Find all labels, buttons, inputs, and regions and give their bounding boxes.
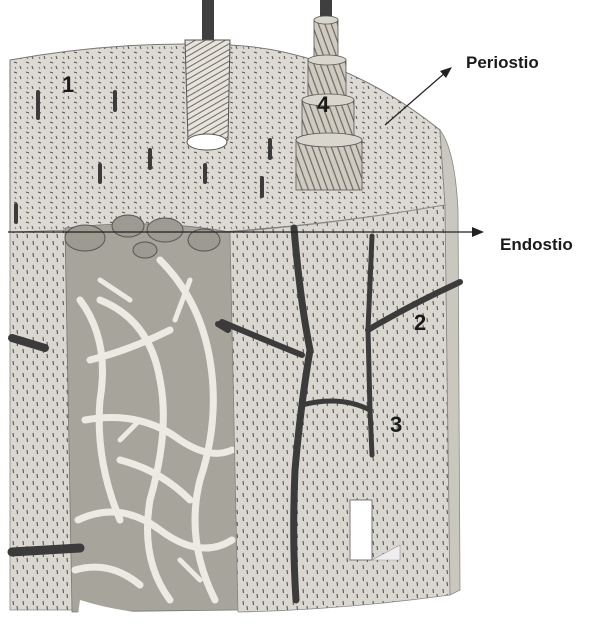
spongy-bone xyxy=(65,215,238,612)
label-endosteum: Endostio xyxy=(500,235,573,254)
label-3: 3 xyxy=(390,412,402,437)
compact-bone-right-face xyxy=(230,205,450,612)
label-periosteum: Periostio xyxy=(466,53,539,72)
label-1: 1 xyxy=(62,72,74,97)
label-4: 4 xyxy=(317,92,330,117)
label-2: 2 xyxy=(414,310,426,335)
